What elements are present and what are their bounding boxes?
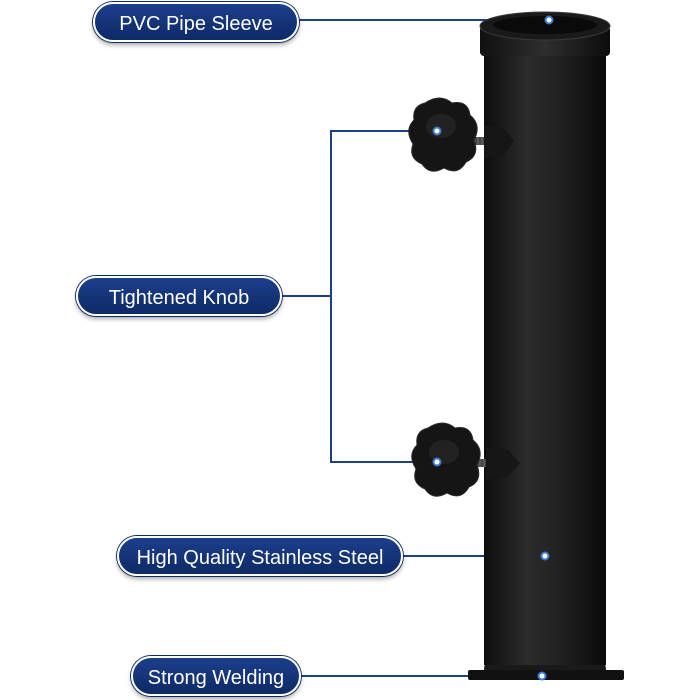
marker-welding [537, 671, 547, 681]
label-strong-welding: Strong Welding [131, 656, 301, 696]
marker-dots [432, 15, 554, 681]
label-stainless-steel: High Quality Stainless Steel [117, 536, 403, 576]
marker-steel [540, 551, 550, 561]
marker-knob-top [432, 126, 442, 136]
leader-knob-bottom [330, 296, 437, 463]
marker-knob-bottom [432, 457, 442, 467]
label-tightened-knob: Tightened Knob [76, 276, 282, 316]
leader-knob-top [282, 130, 437, 297]
knob-top [408, 97, 514, 172]
label-pvc-pipe-sleeve: PVC Pipe Sleeve [93, 2, 299, 42]
marker-pvc [544, 15, 554, 25]
pvc-sleeve-cap [479, 11, 611, 56]
